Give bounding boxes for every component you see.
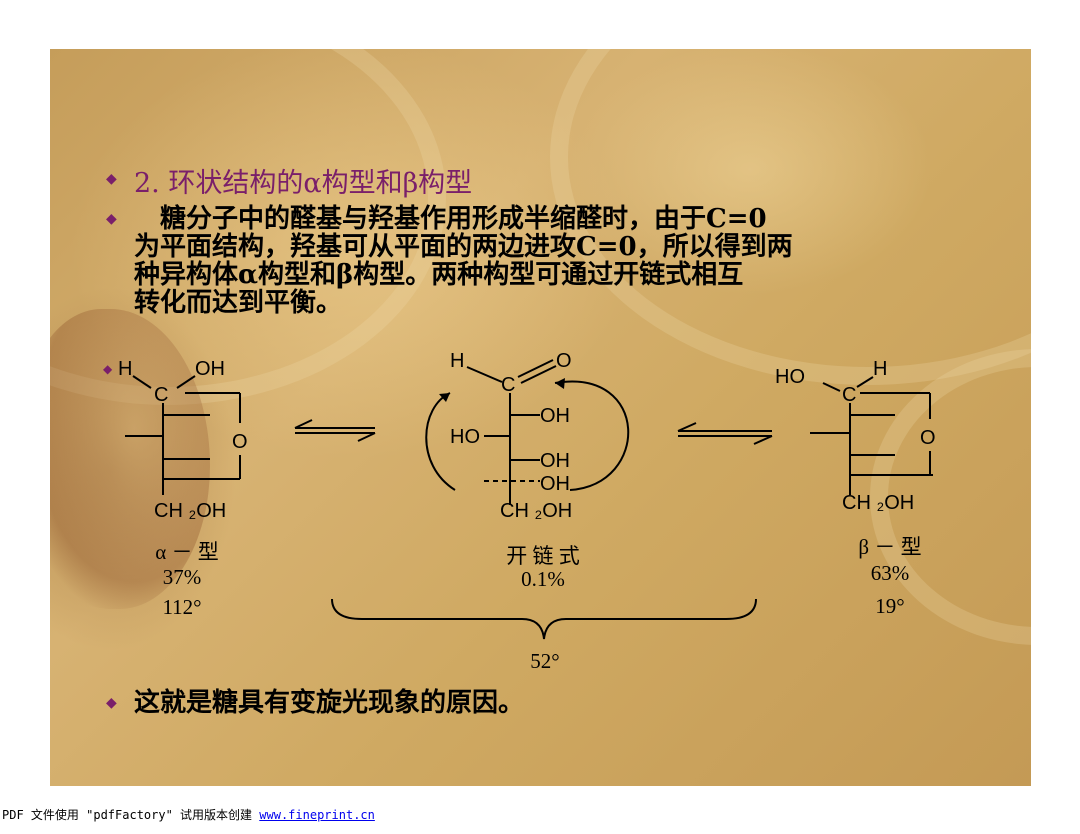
beta-h-label: H [873,358,887,380]
beta-rotation-label: 19° [875,594,905,618]
mutarotation-diagram: H OH C O CH ₂OH [118,350,936,640]
beta-percent-label: 63% [870,561,910,585]
pdf-footer: PDF 文件使用 "pdfFactory" 试用版本创建 www.finepri… [2,806,375,823]
curly-brace [331,598,757,640]
open-percent-label: 0.1% [521,567,565,591]
open-ch2oh-label: CH ₂OH [500,500,572,522]
paragraph-line: 种异构体α构型和β构型。两种构型可通过开链式相互 [134,260,744,290]
equilibrium-rotation-label: 52° [530,649,560,673]
open-ho-label: HO [450,426,480,448]
alpha-ch2oh-label: CH ₂OH [154,500,226,522]
alpha-percent-label: 37% [162,565,202,589]
beta-ho-label: HO [775,366,805,388]
beta-c-label: C [842,384,856,406]
open-oh-label: OH [540,473,570,495]
bullet-icon: ◆ [106,211,117,227]
paragraph-row: ◆ 糖分子中的醛基与羟基作用形成半缩醛时，由于C=0 为平面结构，羟基可从平面的… [106,205,954,317]
conclusion-row: ◆ 这就是糖具有变旋光现象的原因。 [106,689,524,717]
explanation-paragraph: 糖分子中的醛基与羟基作用形成半缩醛时，由于C=0 为平面结构，羟基可从平面的两边… [134,205,954,317]
open-o-label: O [556,350,572,372]
alpha-name-label: α － 型 [155,540,219,564]
paragraph-line: 转化而达到平衡。 [134,288,343,318]
footer-link[interactable]: www.fineprint.cn [259,808,375,822]
alpha-rotation-label: 112° [162,595,202,619]
beta-o-label: O [920,427,936,449]
open-h-label: H [450,350,464,372]
alpha-o-label: O [232,431,248,453]
bullet-icon: ◆ [106,695,117,711]
open-oh-label: OH [540,450,570,472]
beta-ch2oh-label: CH ₂OH [842,492,914,514]
alpha-structure: H OH C O CH ₂OH [118,358,248,522]
heading-row: ◆ 2. 环状结构的α构型和β构型 [106,161,472,200]
slide: ◆ 2. 环状结构的α构型和β构型 ◆ 糖分子中的醛基与羟基作用形成半缩醛时，由… [50,49,1031,786]
beta-structure: HO H C O CH ₂OH [775,358,936,514]
open-oh-label: OH [540,405,570,427]
conclusion-text: 这就是糖具有变旋光现象的原因。 [134,688,525,718]
open-name-label: 开 链 式 [506,544,580,568]
alpha-h-label: H [118,358,132,380]
equilibrium-arrow [677,422,773,445]
bullet-icon: ◆ [106,171,117,187]
alpha-oh-label: OH [195,358,225,380]
open-chain-structure: H C O OH HO OH OH CH ₂OH [425,350,630,522]
bullet-icon: ◆ [103,362,113,376]
paragraph-line: 为平面结构，羟基可从平面的两边进攻C=0，所以得到两 [134,232,793,262]
slide-heading: 2. 环状结构的α构型和β构型 [134,168,473,199]
alpha-c-label: C [154,384,168,406]
beta-name-label: β － 型 [858,535,922,559]
paragraph-line: 糖分子中的醛基与羟基作用形成半缩醛时，由于C=0 [134,204,767,234]
equilibrium-arrow [294,419,376,442]
footer-text: PDF 文件使用 "pdfFactory" 试用版本创建 [2,808,253,822]
open-c-label: C [501,374,515,396]
